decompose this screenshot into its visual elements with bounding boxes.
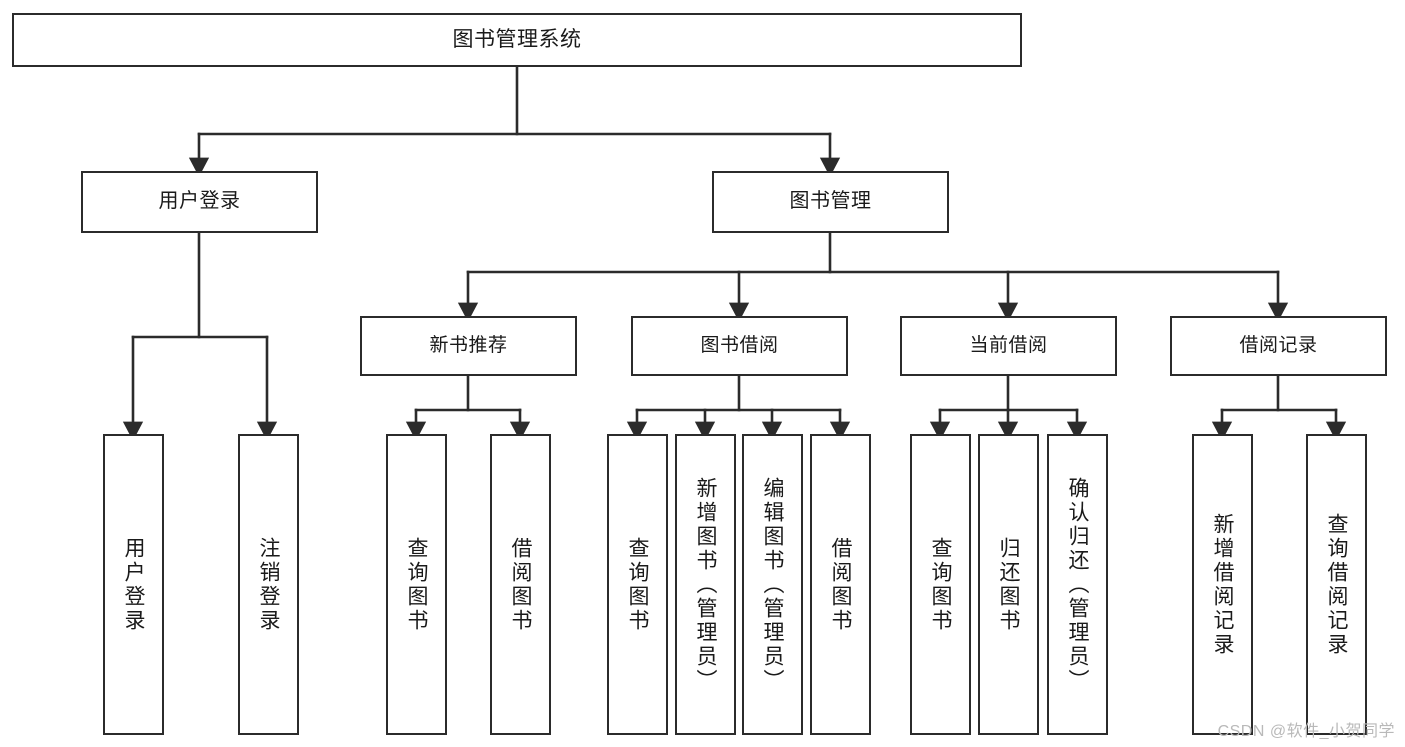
node-leaf-borrow-book-1-label: 借阅图书: [509, 536, 533, 633]
node-borrow-record[interactable]: 借阅记录: [1170, 316, 1387, 376]
node-leaf-query-book-2[interactable]: 查询图书: [607, 434, 668, 735]
node-new-book-recommend[interactable]: 新书推荐: [360, 316, 577, 376]
node-leaf-add-borrow-record[interactable]: 新增借阅记录: [1192, 434, 1253, 735]
node-leaf-query-book-1-label: 查询图书: [405, 536, 429, 633]
node-book-manage[interactable]: 图书管理: [712, 171, 949, 233]
node-leaf-confirm-return[interactable]: 确认归还（管理员）: [1047, 434, 1108, 735]
node-leaf-edit-book-label: 编辑图书（管理员）: [761, 476, 785, 693]
node-leaf-user-login-label: 用户登录: [122, 536, 146, 633]
node-leaf-confirm-return-label: 确认归还（管理员）: [1066, 476, 1090, 693]
node-borrow-record-label: 借阅记录: [1239, 334, 1318, 356]
node-book-manage-label: 图书管理: [789, 190, 872, 213]
node-leaf-user-logout-label: 注销登录: [257, 536, 281, 633]
node-leaf-edit-book[interactable]: 编辑图书（管理员）: [742, 434, 803, 735]
node-leaf-user-logout[interactable]: 注销登录: [238, 434, 299, 735]
node-leaf-borrow-book-1[interactable]: 借阅图书: [490, 434, 551, 735]
node-current-borrow[interactable]: 当前借阅: [900, 316, 1117, 376]
node-leaf-query-borrow-record-label: 查询借阅记录: [1325, 512, 1349, 657]
node-leaf-user-login[interactable]: 用户登录: [103, 434, 164, 735]
node-leaf-add-borrow-record-label: 新增借阅记录: [1211, 512, 1235, 657]
node-leaf-add-book[interactable]: 新增图书（管理员）: [675, 434, 736, 735]
node-root-system[interactable]: 图书管理系统: [12, 13, 1022, 67]
node-user-login-label: 用户登录: [158, 190, 241, 213]
node-leaf-borrow-book-2-label: 借阅图书: [829, 536, 853, 633]
node-leaf-query-book-1[interactable]: 查询图书: [386, 434, 447, 735]
node-leaf-return-book[interactable]: 归还图书: [978, 434, 1039, 735]
node-book-borrow[interactable]: 图书借阅: [631, 316, 848, 376]
node-user-login[interactable]: 用户登录: [81, 171, 318, 233]
node-leaf-query-book-2-label: 查询图书: [626, 536, 650, 633]
node-book-borrow-label: 图书借阅: [700, 334, 779, 356]
node-leaf-return-book-label: 归还图书: [997, 536, 1021, 633]
node-leaf-query-book-3[interactable]: 查询图书: [910, 434, 971, 735]
node-leaf-query-borrow-record[interactable]: 查询借阅记录: [1306, 434, 1367, 735]
node-new-book-recommend-label: 新书推荐: [429, 334, 508, 356]
node-leaf-query-book-3-label: 查询图书: [929, 536, 953, 633]
node-root-system-label: 图书管理系统: [452, 27, 582, 51]
csdn-watermark: CSDN @软件_小贺同学: [1217, 723, 1395, 740]
node-current-borrow-label: 当前借阅: [969, 334, 1048, 356]
node-leaf-add-book-label: 新增图书（管理员）: [694, 476, 718, 693]
node-leaf-borrow-book-2[interactable]: 借阅图书: [810, 434, 871, 735]
